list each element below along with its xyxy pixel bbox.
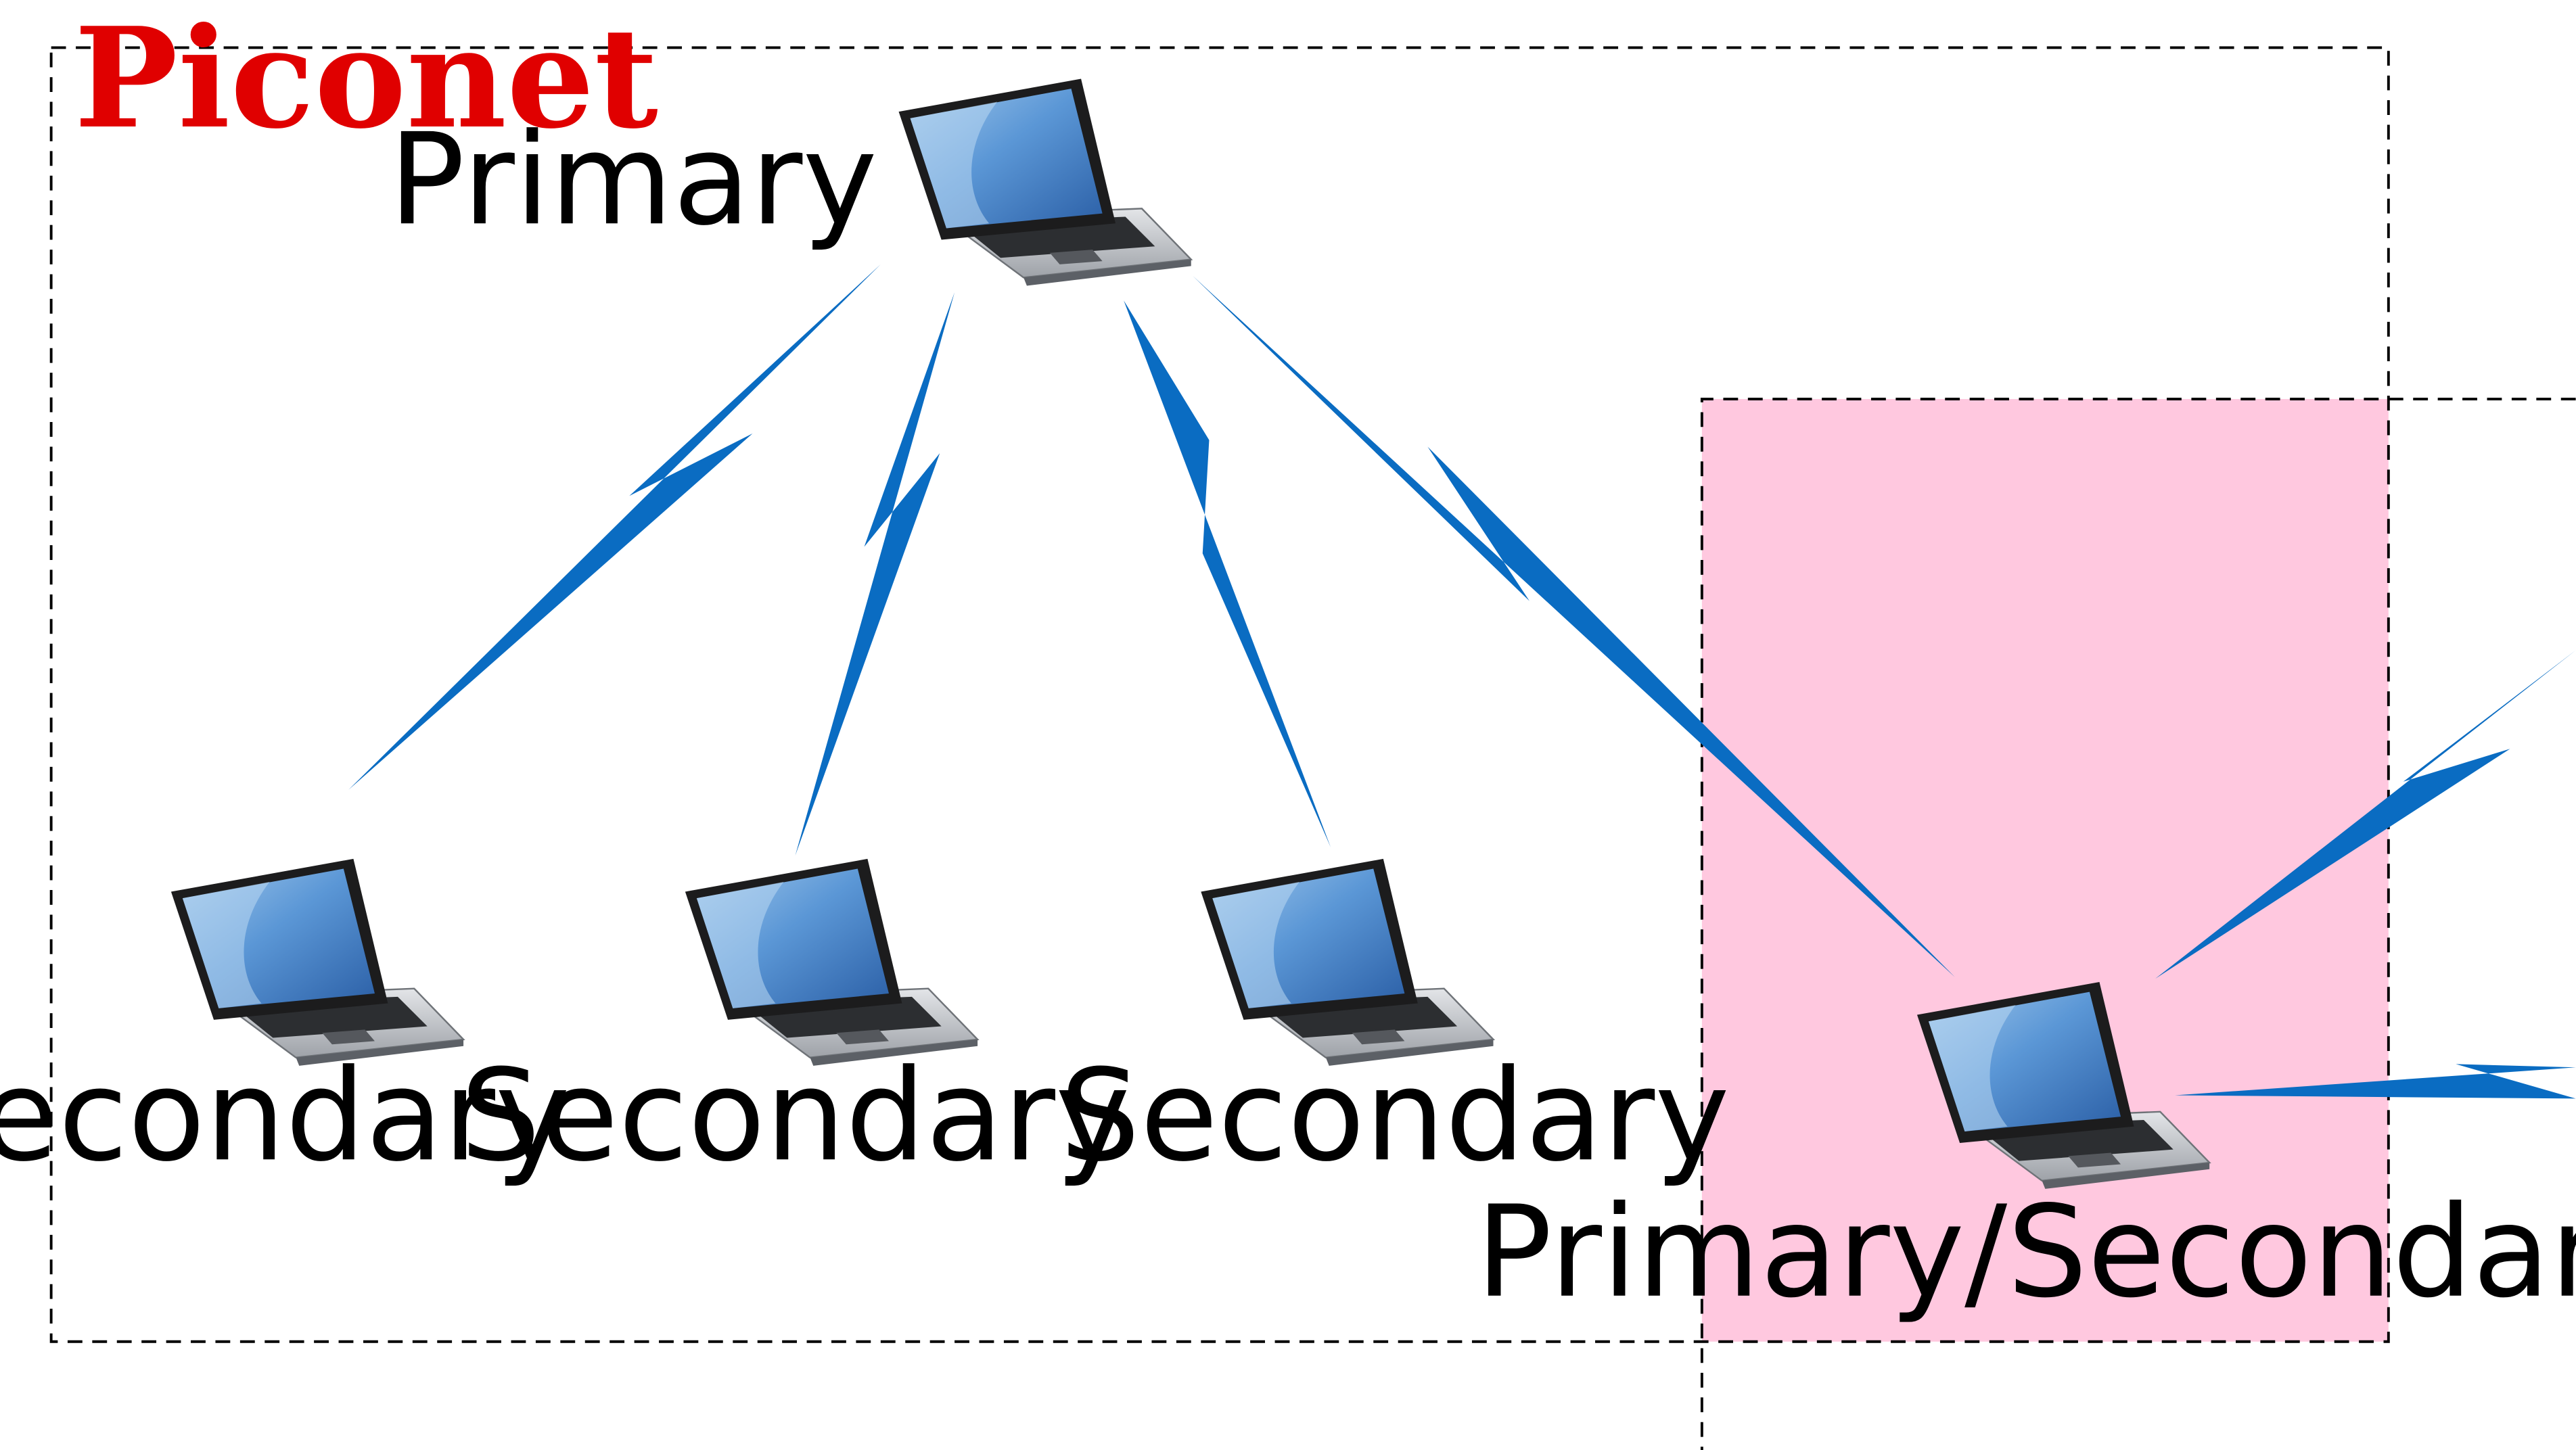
second-piconet-boundary	[1700, 398, 2576, 1450]
link-bridge-external-2	[2175, 1064, 2576, 1099]
secondary-label-1: Secondary	[0, 1042, 570, 1190]
bridge-label: Primary/Secondary	[1476, 1179, 2576, 1326]
secondary-label-3: Secondary	[1060, 1042, 1730, 1190]
piconet-boundary	[49, 46, 2390, 1343]
link-primary-secondary-1	[348, 264, 881, 790]
link-primary-secondary-2	[795, 292, 955, 856]
primary-laptop-icon	[898, 78, 1192, 287]
piconet-title: Piconet	[74, 0, 658, 160]
secondary-laptop-icon-2	[684, 858, 979, 1067]
secondary-laptop-icon-3	[1200, 858, 1494, 1067]
secondary-laptop-icon-1	[170, 858, 465, 1067]
link-primary-bridge	[1193, 275, 1955, 977]
primary-label: Primary	[389, 106, 877, 254]
secondary-label-2: Secondary	[461, 1042, 1130, 1190]
link-bridge-external-1	[2155, 650, 2576, 979]
link-primary-secondary-3	[1124, 300, 1331, 847]
